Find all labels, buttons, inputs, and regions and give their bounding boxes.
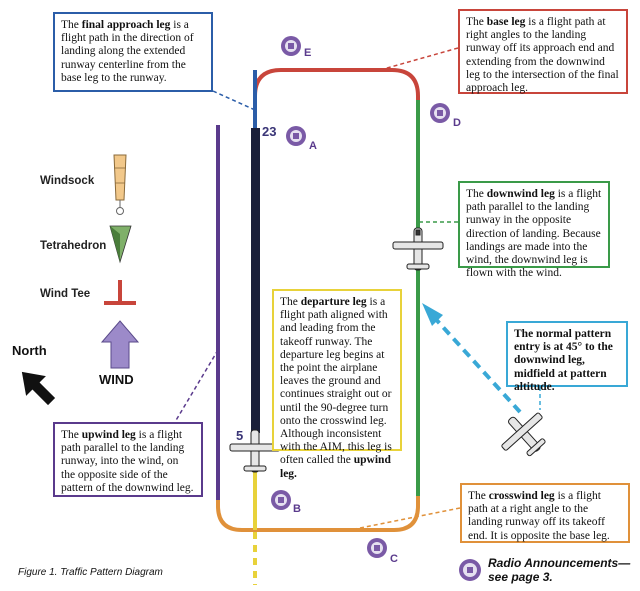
windsock-label: Windsock [40, 175, 95, 187]
north-label: North [12, 343, 47, 358]
airplane-entry-icon [501, 412, 546, 457]
runway-number-23: 23 [262, 124, 277, 139]
airplane-departure-icon [229, 429, 281, 473]
wind-arrow-icon [100, 320, 140, 369]
position-letter-e: E [304, 47, 312, 59]
departure-leg-callout: The departure leg is a flight path align… [272, 289, 402, 480]
wind-tee-icon [104, 280, 136, 305]
airplane-downwind-icon [392, 227, 444, 271]
windsock-icon [113, 154, 127, 215]
radio-icon-a [286, 126, 306, 146]
tetrahedron-label: Tetrahedron [40, 240, 107, 252]
base-leader [379, 47, 459, 71]
runway [251, 128, 260, 433]
radio-announcements-note: Radio Announcements—see page 3. [488, 556, 631, 584]
downwind-leg-callout: The downwind leg is a flight path parall… [458, 181, 610, 279]
crosswind-leader [349, 507, 461, 531]
upwind-leader [174, 349, 219, 423]
runway-number-5: 5 [236, 428, 244, 443]
radio-icon-e [281, 36, 301, 56]
upwind-leg-callout: The upwind leg is a flight path parallel… [53, 422, 203, 497]
pattern-entry-callout: The normal pattern entry is at 45° to th… [506, 321, 628, 393]
radio-icon-c [367, 538, 387, 558]
position-letter-d: D [453, 117, 461, 129]
tetrahedron-icon [109, 225, 132, 264]
position-letter-a: A [309, 140, 317, 152]
entry-arrow-line [430, 313, 522, 414]
base-leg-callout: The base leg is a flight path at right a… [458, 9, 628, 94]
wind-label: WIND [99, 372, 134, 387]
crosswind-leg-callout: The crosswind leg is a flight path at a … [460, 483, 630, 543]
entry-arrow-head [422, 303, 443, 326]
figure-caption: Figure 1. Traffic Pattern Diagram [18, 567, 163, 578]
wind-tee-label: Wind Tee [40, 288, 91, 300]
radio-icon-b [271, 490, 291, 510]
position-letter-c: C [390, 553, 398, 565]
north-arrow-icon [21, 371, 56, 406]
position-letter-b: B [293, 503, 301, 515]
crosswind-leg-path [216, 496, 420, 532]
final-approach-callout: The final approach leg is a flight path … [53, 12, 213, 92]
radio-icon-d [430, 103, 450, 123]
base-leg-path [253, 68, 420, 116]
final-leader [212, 90, 256, 111]
radio-icon-legend [459, 559, 481, 581]
